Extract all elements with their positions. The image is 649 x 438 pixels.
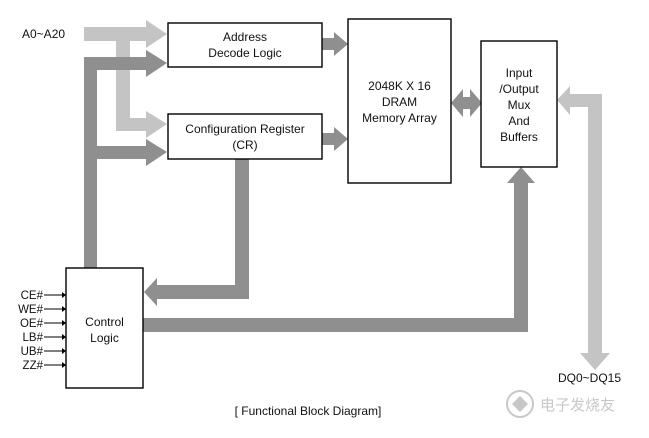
cr-to-control-feedback xyxy=(144,159,249,306)
address-bus xyxy=(84,20,167,138)
control-logic-label-2: Logic xyxy=(90,331,119,345)
decode-to-dram-arrow xyxy=(322,32,348,56)
address-decode-label-2: Decode Logic xyxy=(208,46,281,60)
control-to-io-arrow xyxy=(143,167,535,332)
we-pin-label: WE# xyxy=(18,304,44,316)
io-mux-label-1: Input xyxy=(506,66,533,80)
config-register-label-2: (CR) xyxy=(232,138,257,152)
address-input-label: A0~A20 xyxy=(22,27,65,41)
dram-block: 2048K X 16 DRAM Memory Array xyxy=(347,18,452,184)
io-mux-label-3: Mux xyxy=(508,98,531,112)
arrow-control-to-address-decode xyxy=(146,50,167,77)
zz-pin-label: ZZ# xyxy=(23,360,44,372)
oe-pin-label: OE# xyxy=(20,318,44,330)
io-mux-label-5: Buffers xyxy=(500,130,538,144)
arrow-to-address-decode xyxy=(146,20,167,48)
io-mux-label-4: And xyxy=(508,114,529,128)
address-decode-block: Address Decode Logic xyxy=(167,22,323,68)
io-dq-bus xyxy=(557,86,610,370)
address-decode-label-1: Address xyxy=(223,30,267,44)
dq-io-label: DQ0~DQ15 xyxy=(558,371,621,385)
config-register-label-1: Configuration Register xyxy=(185,122,304,136)
diagram-caption: [ Functional Block Diagram] xyxy=(235,404,382,418)
dram-label-1: 2048K X 16 xyxy=(368,79,431,93)
control-logic-label-1: Control xyxy=(85,315,124,329)
io-mux-block: Input /Output Mux And Buffers xyxy=(480,40,558,168)
watermark-text: 电子发烧友 xyxy=(540,396,615,414)
dram-label-2: DRAM xyxy=(382,95,417,109)
config-register-block: Configuration Register (CR) xyxy=(167,113,323,160)
arrow-to-config-register xyxy=(146,111,167,138)
watermark-logo: 电子发烧友 xyxy=(506,390,615,418)
io-mux-label-2: /Output xyxy=(499,82,539,96)
dram-label-3: Memory Array xyxy=(362,111,437,125)
arrow-control-to-config-register xyxy=(146,139,167,166)
lb-pin-label: LB# xyxy=(23,332,44,344)
ce-pin-label: CE# xyxy=(21,290,44,302)
control-logic-block: Control Logic xyxy=(65,267,144,389)
control-input-arrows xyxy=(44,292,66,368)
ub-pin-label: UB# xyxy=(21,346,44,358)
control-bus xyxy=(84,50,167,268)
dram-io-bidirectional-arrow xyxy=(451,89,482,117)
cr-to-dram-arrow xyxy=(322,127,348,151)
